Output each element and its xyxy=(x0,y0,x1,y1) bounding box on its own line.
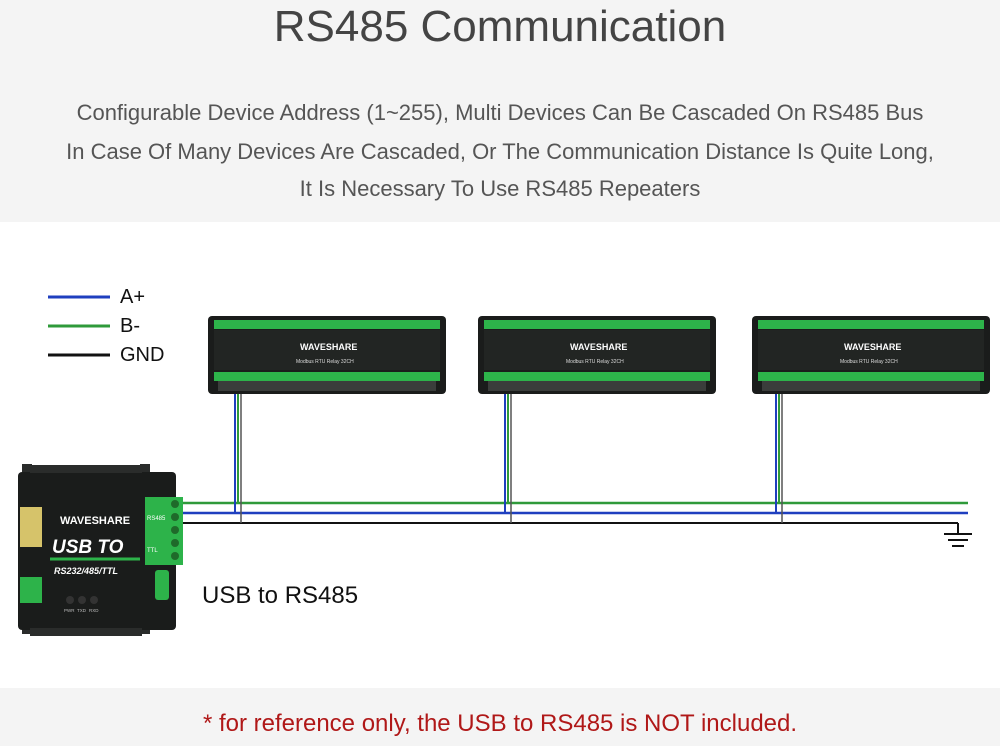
legend-label-a: A+ xyxy=(120,286,145,308)
legend-label-b: B- xyxy=(120,315,140,337)
converter-ttl-label: TTL xyxy=(147,548,158,554)
relay-3-brand: WAVESHARE xyxy=(844,342,901,352)
converter-rs485-label: RS485 xyxy=(147,516,166,522)
legend-label-gnd: GND xyxy=(120,344,164,366)
footer-note: * for reference only, the USB to RS485 i… xyxy=(202,710,798,737)
relay-module-2: WAVESHARE Modbus RTU Relay 32CH xyxy=(478,316,716,394)
led-pwr: PWR xyxy=(64,608,75,613)
led-txd: TXD xyxy=(77,608,87,613)
drop-wires xyxy=(234,392,783,523)
header-band xyxy=(0,0,1000,222)
usb-to-rs485-converter: RS485 TTL WAVESHARE USB TO RS232/485/TTL… xyxy=(18,464,183,636)
led-rxd: RXD xyxy=(89,608,99,613)
description-line-3: It Is Necessary To Use RS485 Repeaters xyxy=(299,176,701,201)
relay-1-model: Modbus RTU Relay 32CH xyxy=(296,359,354,365)
wiring-diagram: A+ B- GND WAVESHARE xyxy=(18,286,990,636)
page-title: RS485 Communication xyxy=(273,2,727,51)
relay-1-brand: WAVESHARE xyxy=(300,342,357,352)
converter-line-1: USB TO xyxy=(52,537,124,558)
footer-band xyxy=(0,688,1000,746)
relay-2-brand: WAVESHARE xyxy=(570,342,627,352)
relay-2-model: Modbus RTU Relay 32CH xyxy=(566,359,624,365)
converter-caption: USB to RS485 xyxy=(202,582,358,609)
rs485-bus xyxy=(182,501,972,547)
description-line-1: Configurable Device Address (1~255), Mul… xyxy=(76,100,924,125)
relay-module-3: WAVESHARE Modbus RTU Relay 32CH xyxy=(752,316,990,394)
wire-legend: A+ B- GND xyxy=(48,286,164,366)
description-line-2: In Case Of Many Devices Are Cascaded, Or… xyxy=(66,139,934,164)
relay-module-1: WAVESHARE Modbus RTU Relay 32CH xyxy=(208,316,446,394)
converter-brand: WAVESHARE xyxy=(60,515,130,527)
ground-symbol xyxy=(944,523,972,547)
converter-line-2: RS232/485/TTL xyxy=(54,566,118,576)
relay-3-model: Modbus RTU Relay 32CH xyxy=(840,359,898,365)
